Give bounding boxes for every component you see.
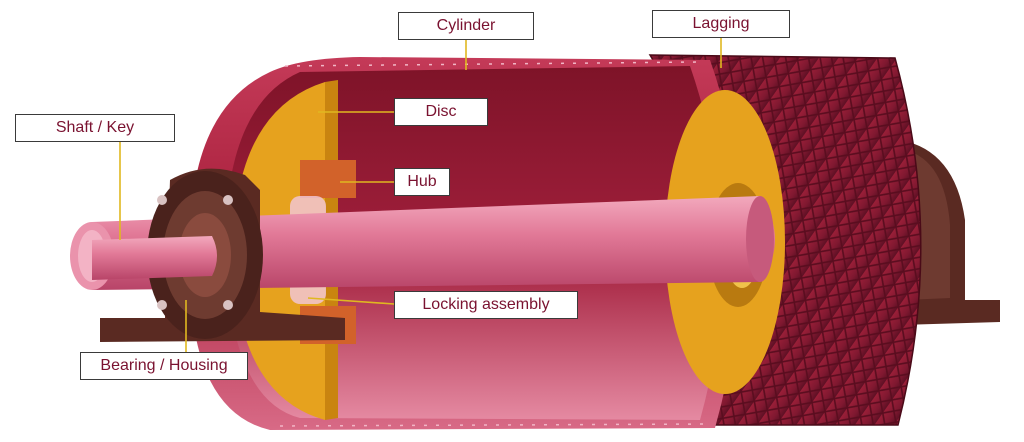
label-bearing-housing: Bearing / Housing	[80, 352, 248, 380]
label-locking-assembly: Locking assembly	[394, 291, 578, 319]
leader-locking-assembly	[307, 297, 395, 305]
leader-lines	[119, 38, 722, 352]
label-disc: Disc	[394, 98, 488, 126]
label-cylinder: Cylinder	[398, 12, 534, 40]
label-hub: Hub	[394, 168, 450, 196]
label-lagging: Lagging	[652, 10, 790, 38]
label-shaft-key: Shaft / Key	[15, 114, 175, 142]
bearing-housing	[92, 168, 345, 342]
